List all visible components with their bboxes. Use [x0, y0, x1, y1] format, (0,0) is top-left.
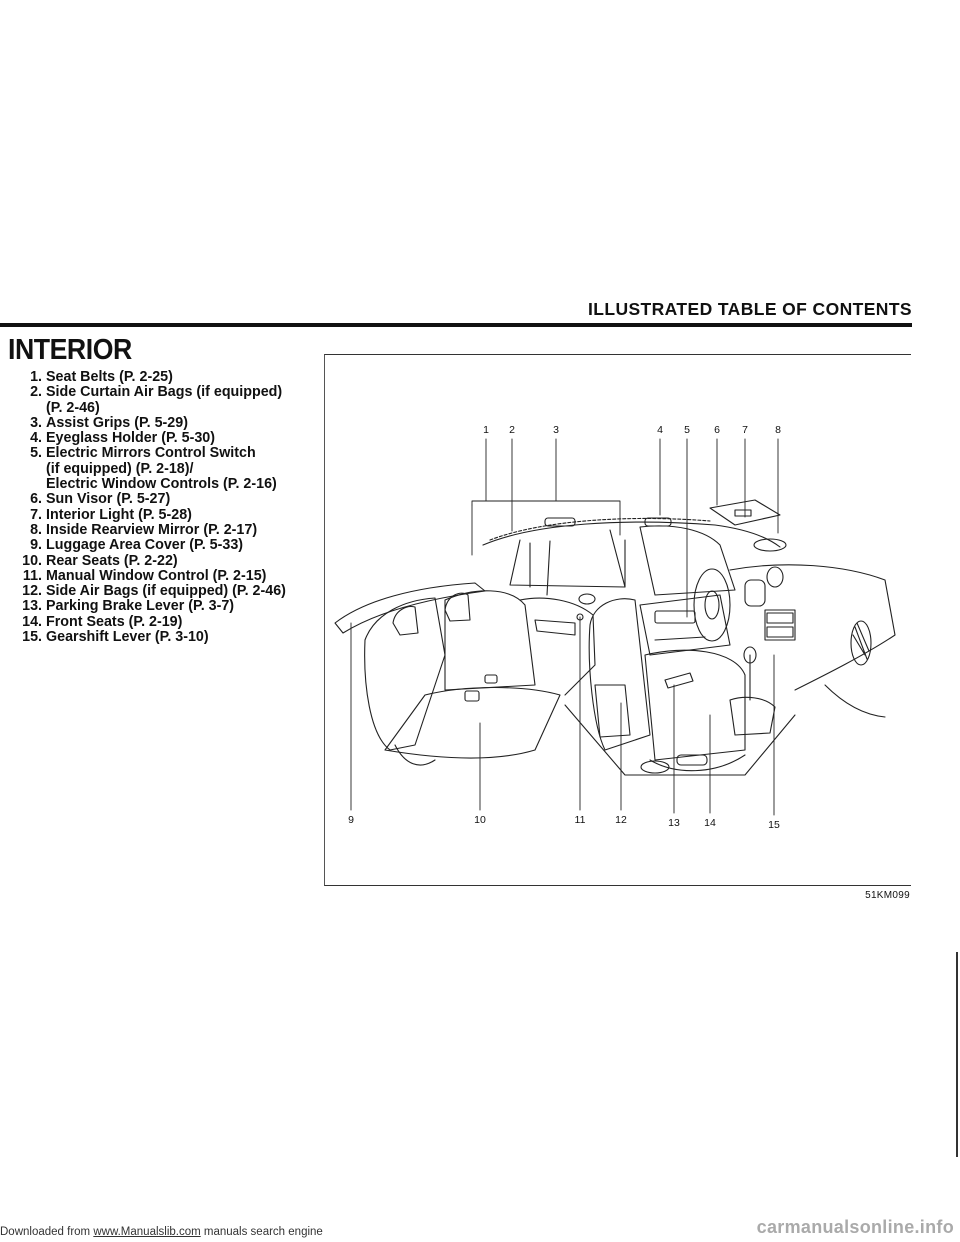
interior-illustration-frame: 1 2 3 4 5 6 7 8 9 10 11 12 13 14 15 [324, 354, 911, 886]
car-interior-illustration: 1 2 3 4 5 6 7 8 9 10 11 12 13 14 15 [334, 424, 896, 831]
item-text: Side Curtain Air Bags (if equipped) (P. … [46, 384, 283, 416]
callout-4: 4 [657, 424, 663, 436]
figure-code: 51KM099 [865, 890, 910, 901]
watermark: carmanualsonline.info [756, 1217, 954, 1237]
item-number: 6. [30, 491, 42, 508]
callout-3: 3 [553, 424, 559, 436]
list-item[interactable]: 7.Interior Light (P. 5-28) [18, 506, 318, 523]
front-door [639, 594, 731, 656]
callout-7: 7 [742, 424, 748, 436]
gearshift [729, 646, 776, 736]
callout-1: 1 [483, 424, 489, 436]
dashboard [693, 564, 896, 718]
item-number: 10. [22, 552, 42, 569]
item-text: Rear Seats (P. 2-22) [46, 552, 178, 569]
rear-door [519, 593, 596, 696]
item-number: 5. [30, 445, 42, 462]
callout-2: 2 [509, 424, 515, 436]
luggage-cover [334, 582, 486, 634]
callout-13: 13 [668, 817, 680, 829]
item-number: 3. [30, 414, 42, 431]
item-number: 4. [30, 430, 42, 447]
item-text: Parking Brake Lever (P. 3-7) [46, 598, 235, 615]
item-text: Manual Window Control (P. 2-15) [46, 567, 267, 584]
top-leader-lines [471, 438, 779, 618]
item-text: Sun Visor (P. 5-27) [46, 491, 171, 508]
margin-line [956, 952, 958, 1157]
item-number: 12. [22, 583, 42, 600]
item-text: Seat Belts (P. 2-25) [46, 369, 173, 385]
callout-6: 6 [714, 424, 720, 436]
list-item[interactable]: 4.Eyeglass Holder (P. 5-30) [18, 430, 318, 447]
section-title: INTERIOR [8, 334, 132, 366]
rear-seat [364, 590, 561, 766]
callout-5: 5 [684, 424, 690, 436]
list-item[interactable]: 12.Side Air Bags (if equipped) (P. 2-46) [18, 583, 318, 600]
list-item[interactable]: 13.Parking Brake Lever (P. 3-7) [18, 598, 318, 615]
item-text: Assist Grips (P. 5-29) [46, 414, 188, 431]
item-number: 2. [30, 384, 42, 401]
footer-suffix: manuals search engine [200, 1226, 323, 1238]
callout-11: 11 [575, 814, 586, 826]
footer-prefix: Downloaded from [0, 1226, 94, 1238]
footer-link[interactable]: www.Manualslib.com [93, 1226, 201, 1238]
list-item[interactable]: 6.Sun Visor (P. 5-27) [18, 491, 318, 508]
header-rule [0, 323, 912, 327]
roof-and-windows [482, 499, 787, 596]
callout-9: 9 [348, 814, 354, 826]
contents-list: 1.Seat Belts (P. 2-25) 2.Side Curtain Ai… [18, 369, 318, 646]
item-number: 7. [30, 506, 42, 523]
item-number: 8. [30, 521, 42, 538]
front-seat [588, 598, 746, 774]
item-number: 14. [22, 613, 42, 630]
parking-brake [664, 672, 694, 689]
item-text: Interior Light (P. 5-28) [46, 506, 192, 523]
footer: Downloaded from www.Manualslib.com manua… [0, 1226, 323, 1238]
list-item[interactable]: 14.Front Seats (P. 2-19) [18, 613, 318, 630]
callout-8: 8 [775, 424, 781, 436]
item-number: 15. [22, 629, 42, 646]
list-item[interactable]: 15.Gearshift Lever (P. 3-10) [18, 629, 318, 646]
item-text: Gearshift Lever (P. 3-10) [46, 629, 209, 646]
callout-14: 14 [704, 817, 716, 829]
item-number: 11. [22, 567, 42, 584]
callout-15: 15 [768, 819, 780, 831]
callout-12: 12 [615, 814, 627, 826]
item-number: 9. [30, 537, 42, 554]
header-title: ILLUSTRATED TABLE OF CONTENTS [588, 299, 912, 319]
list-item[interactable]: 11.Manual Window Control (P. 2-15) [18, 567, 318, 584]
list-item[interactable]: 2.Side Curtain Air Bags (if equipped) (P… [18, 385, 318, 416]
list-item[interactable]: 8.Inside Rearview Mirror (P. 2-17) [18, 521, 318, 538]
list-item[interactable]: 5.Electric Mirrors Control Switch (if eq… [18, 446, 318, 492]
item-text: Side Air Bags (if equipped) (P. 2-46) [46, 583, 286, 600]
bottom-leader-lines [350, 616, 775, 816]
item-text: Front Seats (P. 2-19) [46, 613, 183, 630]
callout-10: 10 [474, 814, 486, 826]
item-text: Electric Mirrors Control Switch (if equi… [46, 445, 277, 493]
item-text: Luggage Area Cover (P. 5-33) [46, 537, 244, 554]
list-item[interactable]: 1.Seat Belts (P. 2-25) [18, 369, 318, 385]
list-item[interactable]: 10.Rear Seats (P. 2-22) [18, 552, 318, 569]
item-number: 13. [22, 598, 42, 615]
item-text: Eyeglass Holder (P. 5-30) [46, 430, 215, 447]
list-item[interactable]: 3.Assist Grips (P. 5-29) [18, 414, 318, 431]
item-text: Inside Rearview Mirror (P. 2-17) [46, 521, 258, 538]
floor-outline [564, 704, 796, 776]
list-item[interactable]: 9.Luggage Area Cover (P. 5-33) [18, 537, 318, 554]
item-number: 1. [30, 369, 42, 385]
